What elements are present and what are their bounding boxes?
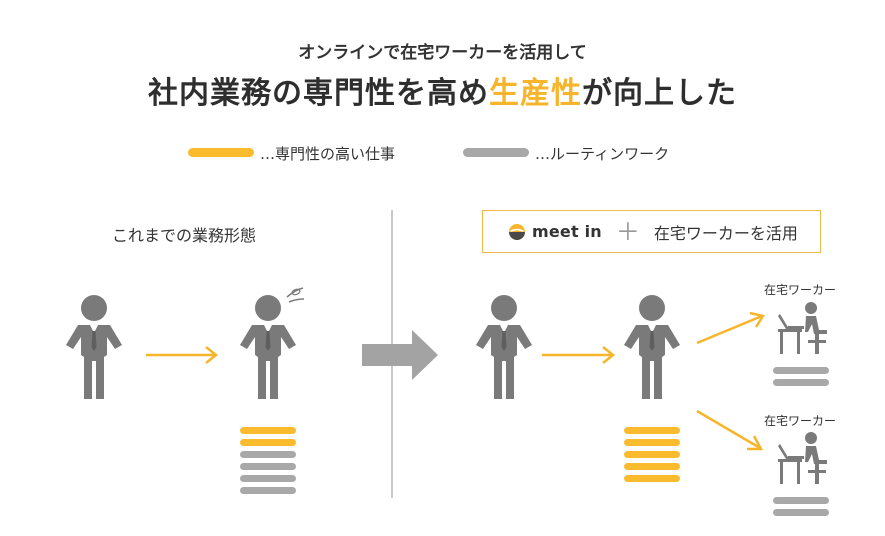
task-bar-routine: [240, 475, 296, 482]
task-bar-routine: [240, 463, 296, 470]
plus-icon: ＋: [615, 217, 640, 246]
title-part1: 社内業務の専門性を高め: [148, 76, 489, 111]
task-bar-specialized: [240, 439, 296, 446]
task-bar-routine: [773, 367, 829, 374]
transition-arrow: [362, 330, 438, 380]
legend-specialized-label: …専門性の高い仕事: [260, 145, 396, 163]
meetin-logo-text: meet in: [532, 222, 602, 241]
remote-worker-usage-label: 在宅ワーカーを活用: [653, 223, 798, 243]
task-bar-specialized: [624, 439, 680, 446]
title-part2: が向上した: [582, 76, 737, 111]
task-bar-routine: [773, 497, 829, 504]
meetin-logo-icon: [509, 223, 525, 240]
delegation-arrow-right: [542, 346, 616, 364]
delegation-arrow-left: [146, 346, 219, 364]
legend-specialized-swatch: [188, 148, 254, 157]
task-bar-routine: [240, 487, 296, 494]
subtitle: オンラインで在宅ワーカーを活用して: [298, 43, 587, 63]
legend-routine-swatch: [463, 148, 529, 157]
worker-figure-right: [476, 295, 532, 399]
worker-figure-left: [66, 295, 122, 399]
task-bar-routine: [240, 451, 296, 458]
busy-worker-figure: [240, 295, 296, 399]
legend-routine-label: …ルーティンワーク: [535, 145, 670, 163]
arrow-to-remote-worker-2: [696, 409, 764, 451]
task-bar-specialized: [624, 475, 680, 482]
focused-worker-figure: [624, 295, 680, 399]
meetin-box: meet in ＋ 在宅ワーカーを活用: [482, 210, 821, 253]
remote-worker-label-2: 在宅ワーカー: [764, 414, 837, 428]
remote-worker-label-1: 在宅ワーカー: [764, 283, 837, 297]
task-bar-specialized: [624, 427, 680, 434]
arrow-to-remote-worker-1: [696, 311, 766, 345]
page-title: 社内業務の専門性を高め生産性が向上した: [0, 68, 885, 112]
task-bar-routine: [773, 379, 829, 386]
task-bar-specialized: [240, 427, 296, 434]
current-workstyle-label: これまでの業務形態: [112, 226, 257, 245]
title-highlight: 生産性: [489, 76, 582, 111]
task-bar-routine: [773, 509, 829, 516]
sweat-icon: [286, 287, 305, 303]
task-bar-specialized: [624, 463, 680, 470]
remote-worker-icon-1: [778, 302, 827, 354]
remote-worker-icon-2: [778, 432, 827, 484]
task-bar-specialized: [624, 451, 680, 458]
